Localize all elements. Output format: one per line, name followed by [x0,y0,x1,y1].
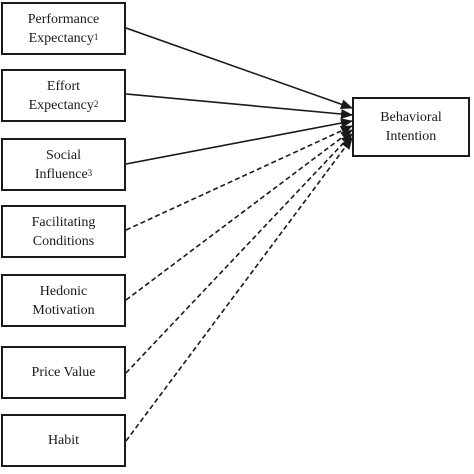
box-superscript: 3 [87,167,93,178]
box-label-line2: Motivation [32,302,95,318]
box-price-value: Price Value [1,346,126,399]
arrow-effort-expectancy [125,93,353,119]
arrow-performance-expectancy [125,27,353,110]
arrow-habit [125,137,353,442]
box-label-line2: Influence [34,166,88,182]
arrow-price-value [125,133,353,374]
arrow-social-influence [125,118,353,165]
outcome-label-line1: Behavioral [380,110,442,125]
box-label-line2: Expectancy [28,97,94,113]
box-label-line1: Habit [47,433,80,448]
box-label-line2: Conditions [32,233,95,249]
box-superscript: 1 [93,31,99,42]
box-label-line1: Social [45,147,81,163]
box-label-line1: Price Value [31,365,96,380]
box-label-line1: Facilitating [31,214,96,230]
box-label-line2: Expectancy [28,30,94,46]
arrow-hedonic-motivation [125,129,353,301]
box-habit: Habit [1,414,126,467]
box-label-line1: Effort [46,78,81,94]
box-label-line1: Hedonic [39,283,88,299]
arrow-facilitating-conditions [125,125,353,231]
box-label-line1: Performance [27,11,100,27]
outcome-label-line2: Intention [385,129,437,144]
box-superscript: 2 [93,98,99,109]
